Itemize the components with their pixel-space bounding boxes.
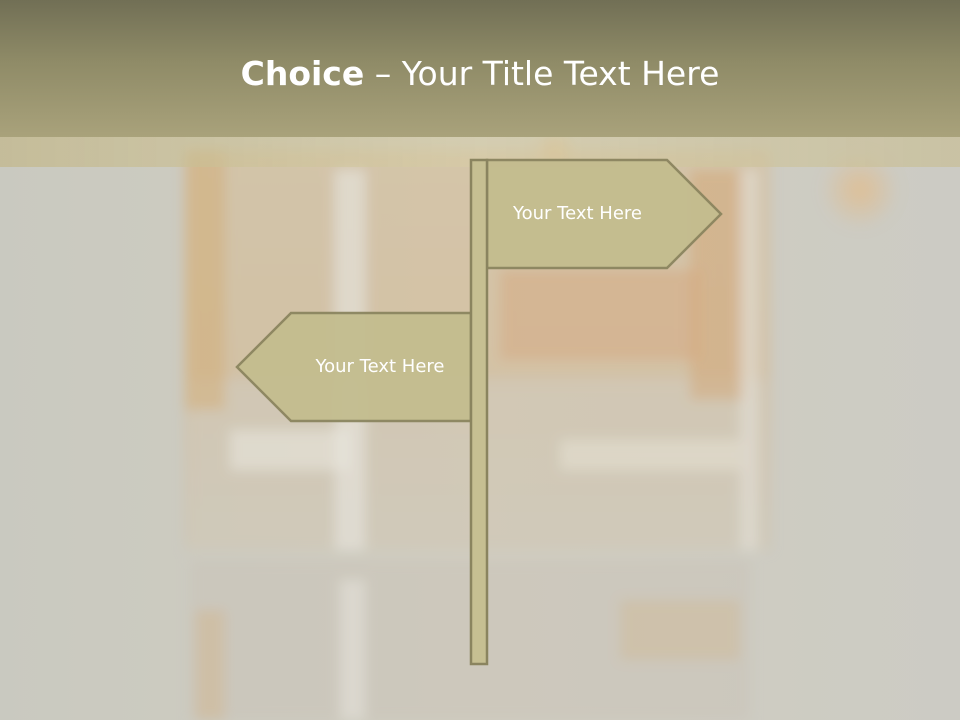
signpost-post — [469, 158, 489, 666]
title-bar — [0, 0, 960, 137]
left-sign-label: Your Text Here — [315, 356, 445, 377]
right-sign-label: Your Text Here — [513, 203, 642, 224]
title-bold-word: Choice — [240, 54, 365, 93]
title-rest: – Your Title Text Here — [374, 54, 720, 93]
slide-title: Choice – Your Title Text Here — [0, 52, 960, 96]
